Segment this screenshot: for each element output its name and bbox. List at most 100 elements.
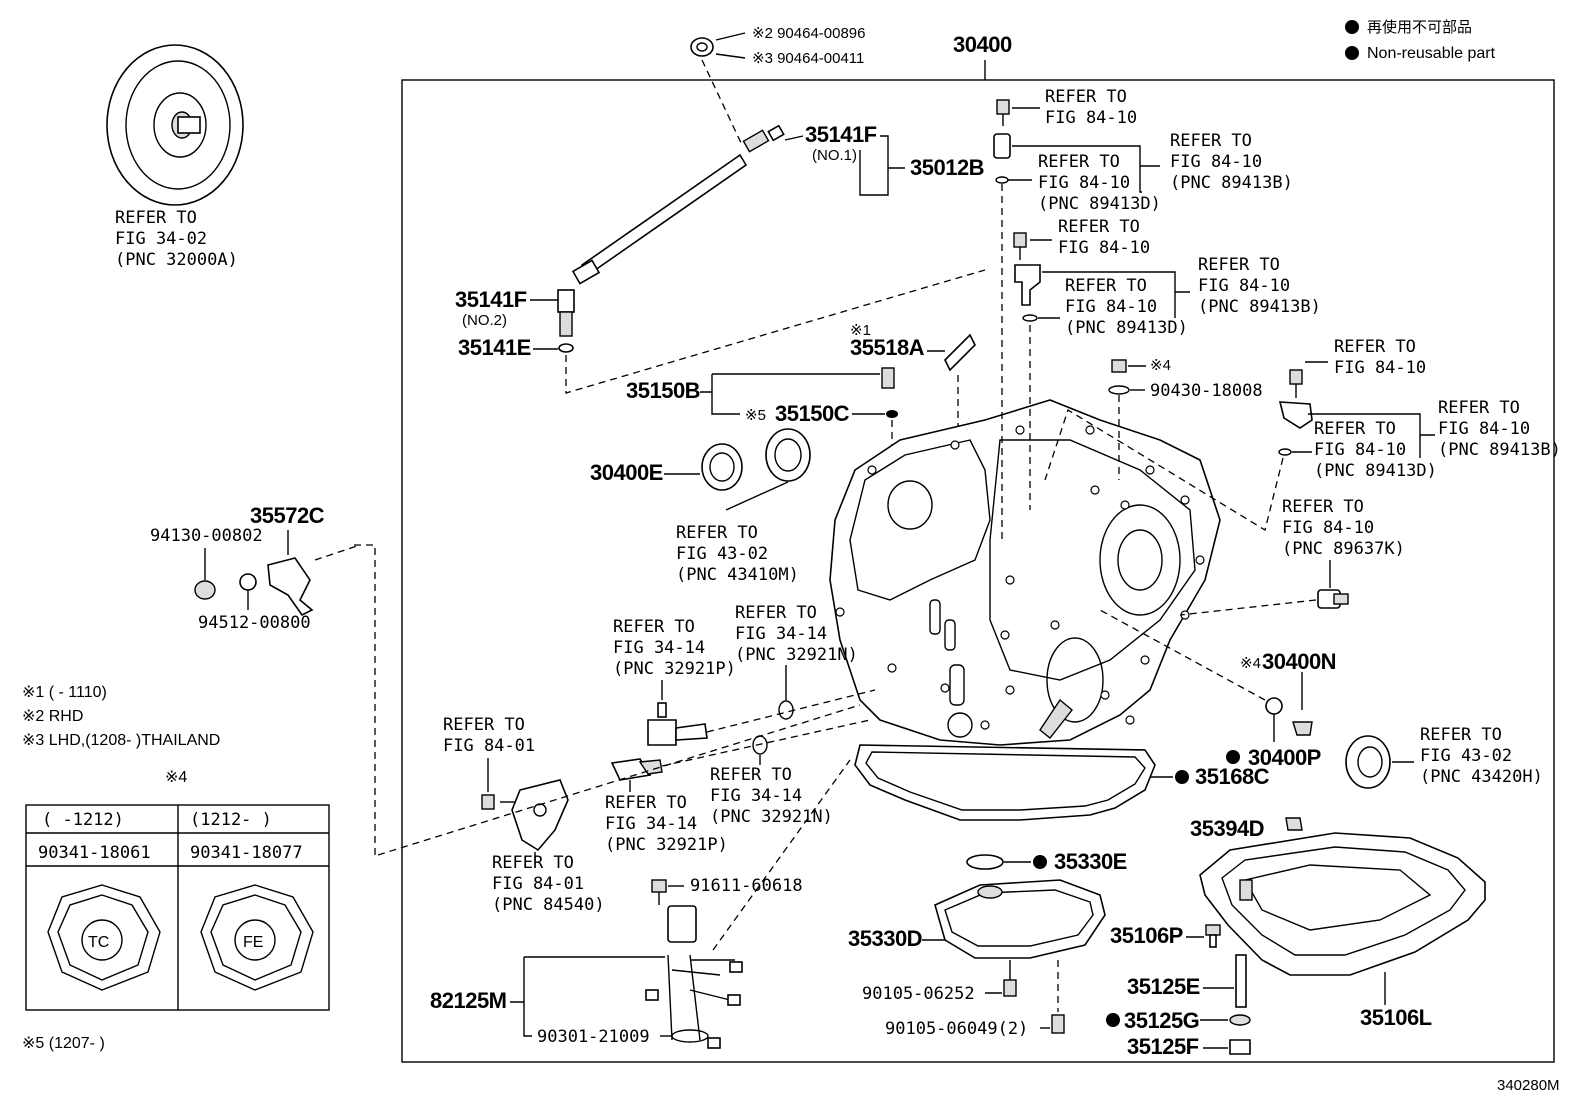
pan-magnet	[1285, 817, 1303, 831]
svg-text:REFER TO: REFER TO	[1058, 217, 1140, 237]
oil-seal-right	[1345, 735, 1391, 789]
note-3: ※3 LHD,(1208- )THAILAND	[22, 732, 220, 749]
callout-35330d: 35330D	[848, 926, 922, 951]
variant-table: ( -1212) (1212- ) 90341-18061 90341-1807…	[25, 804, 330, 1011]
svg-text:(PNC 89413D): (PNC 89413D)	[1314, 461, 1437, 481]
svg-text:REFER TO: REFER TO	[605, 793, 687, 813]
oring-32921n-a	[778, 700, 794, 720]
note-4: ※4	[165, 769, 187, 786]
svg-text:FIG 34-14: FIG 34-14	[613, 638, 705, 658]
callout-30400p: 30400P	[1248, 745, 1321, 770]
dipstick-seal: ※2 90464-00896 ※3 90464-00411	[690, 25, 866, 67]
svg-text:FIG 84-01: FIG 84-01	[492, 874, 584, 894]
svg-text:(PNC 89413D): (PNC 89413D)	[1038, 194, 1161, 214]
callout-35125f: 35125F	[1127, 1034, 1199, 1059]
svg-text:(PNC 89413B): (PNC 89413B)	[1198, 297, 1321, 317]
svg-text:(PNC 32921P): (PNC 32921P)	[605, 835, 728, 855]
svg-text:※1: ※1	[850, 322, 871, 339]
plug	[881, 367, 895, 389]
ref-43410m: REFER TO FIG 43-02 (PNC 43410M)	[676, 523, 799, 585]
cooler-union-2	[610, 758, 663, 781]
svg-text:FIG 84-10: FIG 84-10	[1058, 238, 1150, 258]
cooler-union-1	[647, 702, 708, 746]
svg-text:( -1212): ( -1212)	[42, 810, 124, 830]
callout-90301-21009: 90301-21009	[537, 1027, 650, 1047]
mark-tc: TC	[88, 934, 109, 951]
torque-converter	[106, 44, 244, 206]
svg-text:FIG 84-10: FIG 84-10	[1065, 297, 1157, 317]
callout-35141f-no1: 35141F	[805, 122, 877, 147]
svg-text:REFER TO: REFER TO	[1045, 87, 1127, 107]
drain-plug	[1229, 1039, 1251, 1055]
svg-text:(NO.2): (NO.2)	[462, 312, 507, 329]
svg-text:FIG 84-10: FIG 84-10	[1198, 276, 1290, 296]
svg-text:FIG 84-10: FIG 84-10	[1438, 419, 1530, 439]
callout-90430-18008: 90430-18008	[1150, 381, 1263, 401]
nonreusable-dot-icon	[1345, 20, 1359, 34]
svg-text:(1212- ): (1212- )	[190, 810, 272, 830]
svg-text:(PNC 32921N): (PNC 32921N)	[710, 807, 833, 827]
part-90341-18077: 90341-18077	[190, 843, 303, 863]
svg-text:REFER TO: REFER TO	[115, 208, 197, 228]
svg-text:(PNC 32921N): (PNC 32921N)	[735, 645, 858, 665]
svg-text:REFER TO: REFER TO	[1038, 152, 1120, 172]
assembly-frame	[401, 79, 1555, 1063]
callout-35572c: 35572C	[250, 503, 325, 528]
callout-91611-60618: 91611-60618	[690, 876, 803, 896]
svg-text:※3 90464-00411: ※3 90464-00411	[752, 50, 864, 67]
callout-35168c: 35168C	[1195, 764, 1270, 789]
svg-text:REFER TO: REFER TO	[676, 523, 758, 543]
svg-text:REFER TO: REFER TO	[735, 603, 817, 623]
note-5: ※5 (1207- )	[22, 1035, 105, 1052]
svg-text:(PNC 43410M): (PNC 43410M)	[676, 565, 799, 585]
svg-text:REFER TO: REFER TO	[613, 617, 695, 637]
callout-30400n: 30400N	[1262, 649, 1336, 674]
callout-35330e: 35330E	[1054, 849, 1127, 874]
svg-text:(NO.1): (NO.1)	[812, 147, 857, 164]
svg-text:(PNC 32921P): (PNC 32921P)	[613, 659, 736, 679]
callout-35150b: 35150B	[626, 378, 700, 403]
svg-text:(PNC 89637K): (PNC 89637K)	[1282, 539, 1405, 559]
oring-32921n-b	[752, 735, 768, 755]
drain-gasket	[1229, 1014, 1251, 1026]
plug-30400n	[1292, 721, 1313, 736]
strainer-bolt-2	[1051, 1014, 1065, 1034]
pan-bolt	[1205, 924, 1221, 948]
svg-text:FIG 84-10: FIG 84-10	[1334, 358, 1426, 378]
callout-90105-06252: 90105-06252	[862, 984, 975, 1004]
callout-35141e: 35141E	[458, 335, 531, 360]
note-1: ※1 ( - 1110)	[22, 684, 107, 701]
svg-text:FIG 84-10: FIG 84-10	[1045, 108, 1137, 128]
figure-id: 340280M	[1497, 1077, 1560, 1094]
svg-text:(PNC 84540): (PNC 84540)	[492, 895, 605, 915]
svg-text:FIG 84-10: FIG 84-10	[1314, 440, 1406, 460]
solenoid	[651, 879, 697, 943]
oil-strainer	[934, 879, 1106, 959]
svg-text:(PNC 89413B): (PNC 89413B)	[1438, 440, 1561, 460]
svg-text:REFER TO: REFER TO	[1282, 497, 1364, 517]
svg-text:(PNC 89413B): (PNC 89413B)	[1170, 173, 1293, 193]
callout-94512-00800: 94512-00800	[198, 613, 311, 633]
svg-text:FIG 84-10: FIG 84-10	[1038, 173, 1130, 193]
harness-oring	[671, 1029, 709, 1043]
svg-text:※4: ※4	[1150, 357, 1171, 374]
svg-text:(PNC 89413D): (PNC 89413D)	[1065, 318, 1188, 338]
callout-35106l: 35106L	[1360, 1005, 1432, 1030]
drain-plug-tube	[1235, 954, 1247, 1008]
svg-text:FIG 84-10: FIG 84-10	[1170, 152, 1262, 172]
label-plate	[944, 333, 976, 372]
callout-35150c: 35150C	[775, 401, 850, 426]
callout-35394d: 35394D	[1190, 816, 1264, 841]
pan-gasket	[854, 744, 1156, 821]
svg-text:※4: ※4	[1240, 655, 1261, 672]
shift-bracket	[194, 557, 314, 617]
svg-text:※2 90464-00896: ※2 90464-00896	[752, 25, 866, 42]
oil-pan	[1199, 832, 1486, 976]
speed-sensor-1	[993, 99, 1011, 184]
oil-seals	[701, 428, 811, 491]
svg-text:REFER TO: REFER TO	[1420, 725, 1502, 745]
svg-text:REFER TO: REFER TO	[710, 765, 792, 785]
ref-32000a: REFER TO FIG 34-02 (PNC 32000A)	[115, 208, 238, 270]
svg-text:※5: ※5	[745, 407, 766, 424]
